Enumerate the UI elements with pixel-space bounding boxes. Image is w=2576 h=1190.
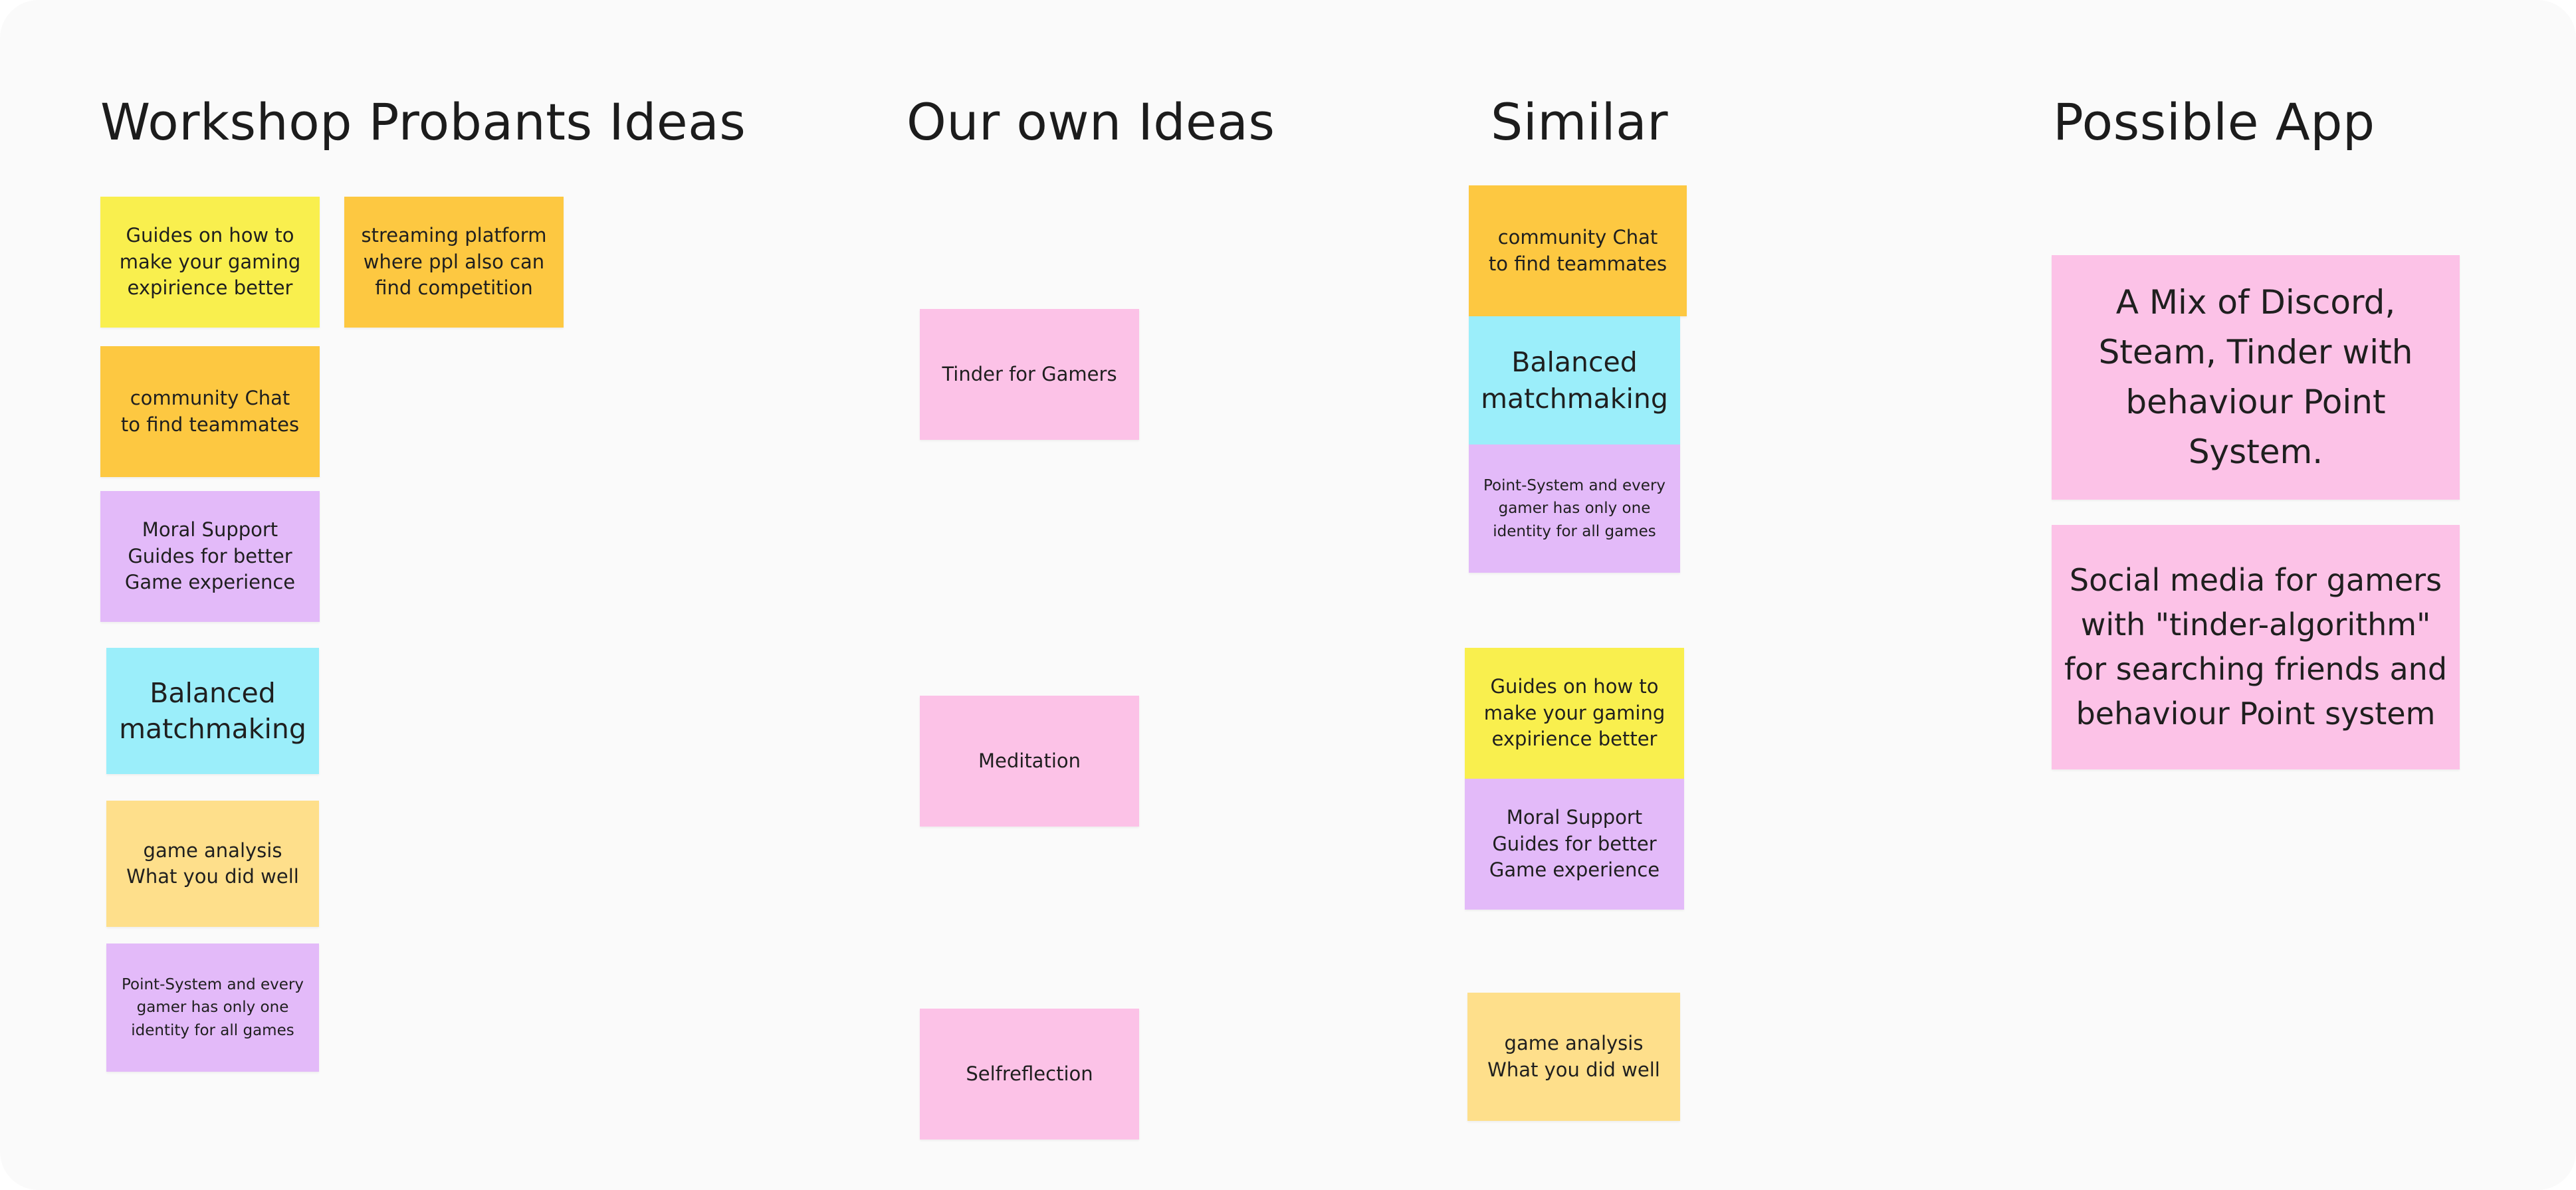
sticky-note-point-system[interactable]: Point-System and every gamer has only on…	[106, 943, 319, 1072]
sticky-note-meditation[interactable]: Meditation	[920, 696, 1139, 827]
sticky-note-streaming-platform[interactable]: streaming platform where ppl also can fi…	[344, 197, 564, 328]
sticky-note-guides-gaming-experience[interactable]: Guides on how to make your gaming expiri…	[100, 197, 320, 328]
sticky-note-similar-point-system[interactable]: Point-System and every gamer has only on…	[1469, 445, 1680, 573]
sticky-note-similar-community-chat[interactable]: community Chat to find teammates	[1469, 185, 1687, 316]
sticky-note-game-analysis[interactable]: game analysis What you did well	[106, 801, 319, 927]
sticky-note-app-social-media-gamers[interactable]: Social media for gamers with "tinder-alg…	[2052, 525, 2460, 769]
sticky-note-community-chat[interactable]: community Chat to find teammates	[100, 346, 320, 477]
heading-similar: Similar	[1491, 92, 1668, 151]
sticky-note-balanced-matchmaking[interactable]: Balanced matchmaking	[106, 648, 319, 774]
sticky-note-app-mix-discord-steam-tinder[interactable]: A Mix of Discord, Steam, Tinder with beh…	[2052, 255, 2460, 500]
sticky-note-similar-guides-gaming-experience[interactable]: Guides on how to make your gaming expiri…	[1465, 648, 1684, 779]
sticky-note-moral-support[interactable]: Moral Support Guides for better Game exp…	[100, 491, 320, 622]
sticky-note-similar-game-analysis[interactable]: game analysis What you did well	[1467, 993, 1680, 1121]
sticky-note-tinder-for-gamers[interactable]: Tinder for Gamers	[920, 309, 1139, 440]
heading-our-own-ideas: Our own Ideas	[907, 92, 1275, 151]
heading-workshop-probants-ideas: Workshop Probants Ideas	[100, 92, 746, 151]
sticky-note-similar-moral-support[interactable]: Moral Support Guides for better Game exp…	[1465, 779, 1684, 910]
sticky-note-selfreflection[interactable]: Selfreflection	[920, 1009, 1139, 1140]
heading-possible-app: Possible App	[2053, 92, 2375, 151]
sticky-note-similar-balanced-matchmaking[interactable]: Balanced matchmaking	[1469, 316, 1680, 445]
